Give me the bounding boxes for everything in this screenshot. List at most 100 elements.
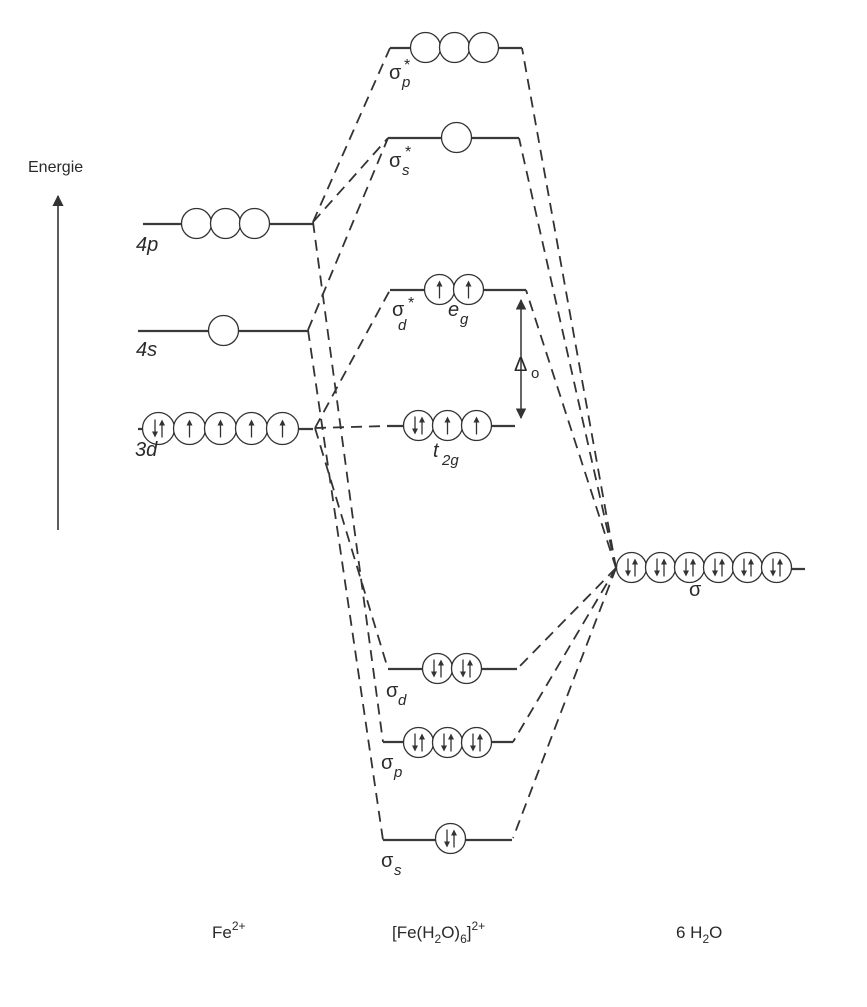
orbital-empty <box>209 207 242 240</box>
orbital-pair <box>431 726 464 759</box>
orbital-pair <box>731 551 764 584</box>
label-sigma-p-star-main: σ <box>389 62 402 84</box>
energy-levels <box>138 46 805 842</box>
orbital-empty <box>440 121 473 154</box>
column-label-ligands: 6 H2O <box>676 923 722 946</box>
dash-lig-sigma-s <box>512 567 617 839</box>
spin-up-head <box>467 659 473 666</box>
spin-up-head <box>748 558 754 565</box>
label-eg: e g <box>448 299 469 328</box>
orbitals-eg <box>423 273 485 306</box>
spin-up-head <box>448 733 454 740</box>
spin-up-head <box>419 733 425 740</box>
label-sigma-d-main: σ <box>386 680 399 702</box>
label-fe-3d: 3d <box>135 439 158 461</box>
label-fe-4s: 4s <box>136 339 157 361</box>
dash-4p-sigma-p-star <box>312 47 391 223</box>
label-delta-o: Δ o <box>514 354 539 382</box>
orbital-empty <box>438 31 471 64</box>
orbitals-sigma-s-star <box>440 121 473 154</box>
orbitals-sigma-p <box>402 726 493 759</box>
spin-up-head <box>465 280 472 287</box>
orbital-empty <box>238 207 271 240</box>
spin-down-head <box>654 570 660 577</box>
orbitals-sigma-d <box>421 652 483 685</box>
spin-down-head <box>712 570 718 577</box>
orbital-empty <box>180 207 213 240</box>
complex-sub1: 2 <box>435 932 442 946</box>
spin-down-head <box>470 745 476 752</box>
dash-4p-sigma-s-star <box>312 137 389 223</box>
orbitals-sigma-p-star <box>409 31 500 64</box>
spin-down-head <box>625 570 631 577</box>
spin-down-head <box>152 431 158 438</box>
orbital-empty <box>467 31 500 64</box>
label-sigma-s-main: σ <box>381 850 394 872</box>
label-sigma-p-sub: p <box>393 764 402 781</box>
label-sigma-d-sub: d <box>398 692 407 709</box>
label-sigma-d-star-star: * <box>408 295 414 312</box>
spin-up-head <box>419 416 425 423</box>
label-sigma-d-star-sub: d <box>398 317 407 334</box>
spin-up-head <box>632 558 638 565</box>
spin-up-head <box>248 419 255 426</box>
label-fe-4p: 4p <box>136 234 158 256</box>
orbital-pair <box>434 822 467 855</box>
dash-lig-sigma-p <box>512 567 617 743</box>
label-t2g-main: t <box>433 440 440 462</box>
label-t2g: t 2g <box>433 440 459 469</box>
label-eg-sub: g <box>460 311 469 328</box>
orbital-pair <box>421 652 454 685</box>
complex-pre: [Fe(H <box>392 923 435 942</box>
orbital-pair <box>450 652 483 685</box>
complex-sup: 2+ <box>472 919 486 933</box>
correlation-lines <box>307 47 617 841</box>
spin-up-head <box>473 416 480 423</box>
orbital-pair <box>460 726 493 759</box>
orbitals-t2g <box>402 409 493 442</box>
orbitals-fe-4p <box>180 207 271 240</box>
spin-up-head <box>438 659 444 666</box>
spin-up-head <box>477 733 483 740</box>
orbital-empty <box>207 314 240 347</box>
label-sigma-p-star-sub: p <box>401 74 410 91</box>
spin-down-head <box>412 428 418 435</box>
energy-axis-label: Energie <box>28 159 83 176</box>
orbital-groups <box>141 31 793 855</box>
orbital-pair <box>615 551 648 584</box>
spin-down-head <box>741 570 747 577</box>
dash-3d-t2g <box>314 425 388 429</box>
label-sigma-s-star-star: * <box>405 144 411 161</box>
dash-3d-eg <box>314 289 391 429</box>
dash-lig-sigma-p-star <box>521 47 617 569</box>
ligands-post: O <box>709 923 722 942</box>
label-sigma-p-star: σ p * <box>389 57 410 91</box>
label-sigma-p-star-star: * <box>404 57 410 74</box>
dash-lig-sigma-s-star <box>518 137 617 569</box>
orbital-pair <box>402 409 435 442</box>
column-label-complex: [Fe(H2O)6]2+ <box>392 919 485 946</box>
dash-lig-eg <box>525 289 617 569</box>
dash-4p-sigma-p <box>312 221 384 743</box>
column-label-fe-sup: 2+ <box>232 919 246 933</box>
spin-down-head <box>770 570 776 577</box>
spin-down-head <box>441 745 447 752</box>
spin-up-head <box>159 419 165 426</box>
label-t2g-sub: 2g <box>441 452 459 469</box>
spin-up-head <box>217 419 224 426</box>
orbitals-sigma-s <box>434 822 467 855</box>
spin-up-head <box>690 558 696 565</box>
spin-up-head <box>436 280 443 287</box>
ligands-sub: 2 <box>702 932 709 946</box>
label-delta-o-sub: o <box>531 365 539 382</box>
dash-4s-sigma-s-star <box>307 137 389 331</box>
spin-up-head <box>777 558 783 565</box>
label-sigma-d-star: σ d * <box>392 295 414 334</box>
complex-post: ] <box>467 923 472 942</box>
spin-down-head <box>412 745 418 752</box>
spin-up-head <box>661 558 667 565</box>
orbitals-fe-4s <box>207 314 240 347</box>
label-sigma-p-main: σ <box>381 752 394 774</box>
orbital-pair <box>760 551 793 584</box>
